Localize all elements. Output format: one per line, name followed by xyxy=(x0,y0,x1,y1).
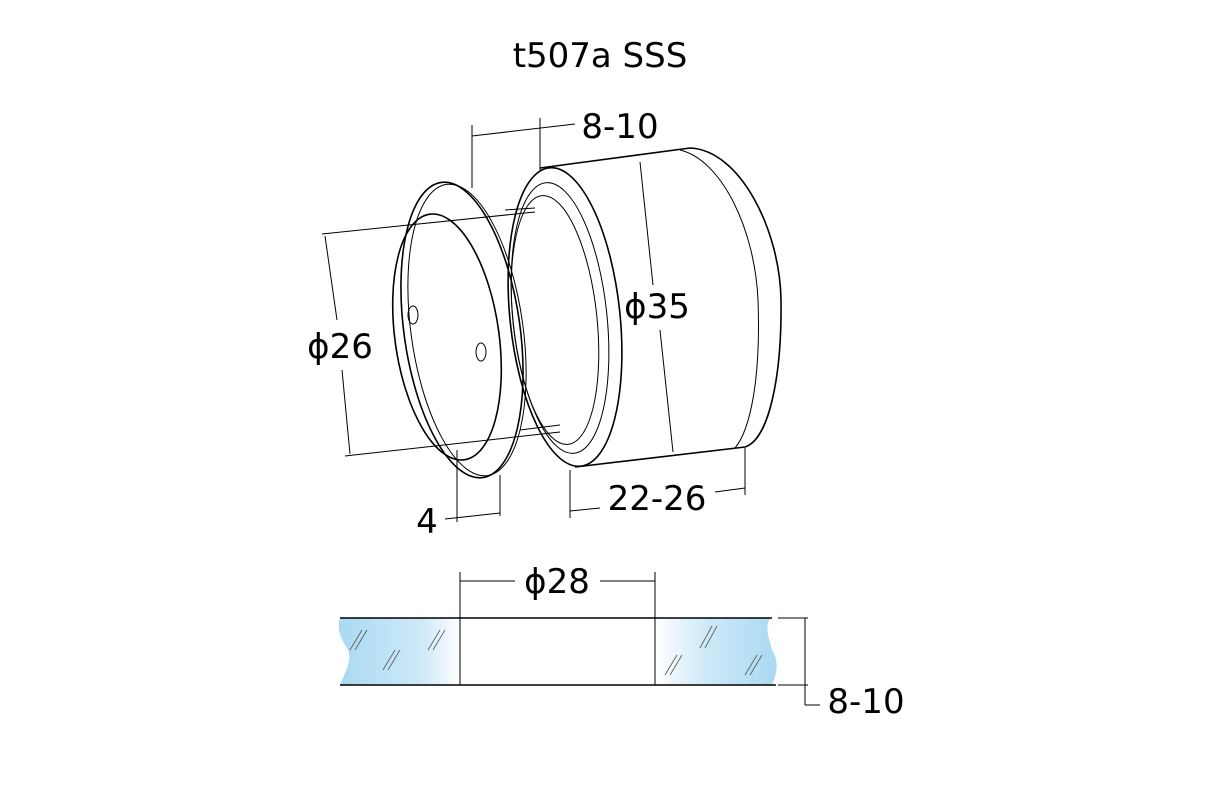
fitting-illustration xyxy=(391,147,782,479)
body-diameter-label: ϕ35 xyxy=(624,287,690,327)
rear-flange xyxy=(507,166,623,468)
front-diameter-label: ϕ26 xyxy=(307,327,373,367)
hole-diameter-label: ϕ28 xyxy=(524,562,590,602)
front-flange xyxy=(400,181,524,479)
front-cap xyxy=(391,213,503,461)
glass-gap-label: 8-10 xyxy=(581,107,658,147)
drawing-title: t507a SSS xyxy=(513,36,688,76)
screw-hole xyxy=(407,305,419,325)
glass-thickness-label: 8-10 xyxy=(827,682,904,722)
screw-hole xyxy=(475,342,487,362)
flange-thickness-label: 4 xyxy=(416,502,438,542)
body-cylinder xyxy=(539,147,782,468)
glass-right xyxy=(655,618,777,685)
body-length-label: 22-26 xyxy=(608,479,707,519)
dimension-lines xyxy=(321,118,746,522)
glass-section xyxy=(338,572,820,706)
